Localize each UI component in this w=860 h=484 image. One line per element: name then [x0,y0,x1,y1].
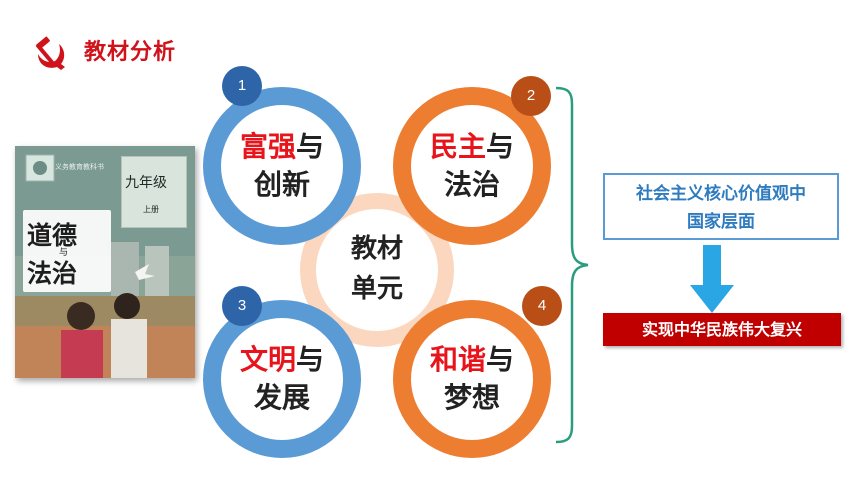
arrow-down-icon [690,245,734,313]
unit-1-suffix: 与 [296,130,325,163]
unit-label-2: 民主与 法治 [393,128,551,204]
unit-number-badge-1: 1 [222,66,262,106]
grade-panel [121,156,187,228]
book-title-part-2: 与 [59,248,69,258]
center-label-line-2: 单元 [350,274,403,304]
value-level-line-2: 国家层面 [687,212,755,232]
unit-2-highlight: 民主 [429,130,486,163]
unit-4-suffix: 与 [486,343,515,376]
right-brace-icon [555,86,589,444]
unit-1-line-2: 创新 [253,168,310,201]
center-label: 教材 单元 [318,229,436,309]
unit-4-line-2: 梦想 [443,381,500,414]
book-title-part-3: 法治 [27,259,78,288]
unit-1-highlight: 富强 [239,130,296,163]
unit-label-3: 文明与 发展 [203,341,361,417]
unit-number-badge-4: 4 [522,286,562,326]
unit-label-4: 和谐与 梦想 [393,341,551,417]
unit-2-line-2: 法治 [443,168,500,201]
unit-3-highlight: 文明 [239,343,296,376]
title-panel [23,210,111,292]
value-level-line-1: 社会主义核心价值观中 [636,184,806,204]
publisher-line: 义务教育教科书 [55,163,104,171]
unit-number-badge-3: 3 [222,286,262,326]
textbook-cover: 义务教育教科书 九年级 上册 道德 与 法治 [15,146,195,378]
unit-4-highlight: 和谐 [429,343,486,376]
book-volume: 上册 [143,205,159,214]
value-level-box: 社会主义核心价值观中 国家层面 [603,173,839,240]
unit-2-suffix: 与 [486,130,515,163]
book-title-part-1: 道德 [27,221,78,250]
unit-3-line-2: 发展 [253,381,310,414]
unit-label-1: 富强与 创新 [203,128,361,204]
publisher-logo [25,154,55,182]
unit-number-badge-2: 2 [511,76,551,116]
unit-3-suffix: 与 [296,343,325,376]
goal-box: 实现中华民族伟大复兴 [603,313,841,346]
hammer-sickle-icon [35,36,65,70]
book-grade: 九年级 [125,175,167,191]
section-title: 教材分析 [84,40,177,65]
center-label-line-1: 教材 [350,234,403,264]
